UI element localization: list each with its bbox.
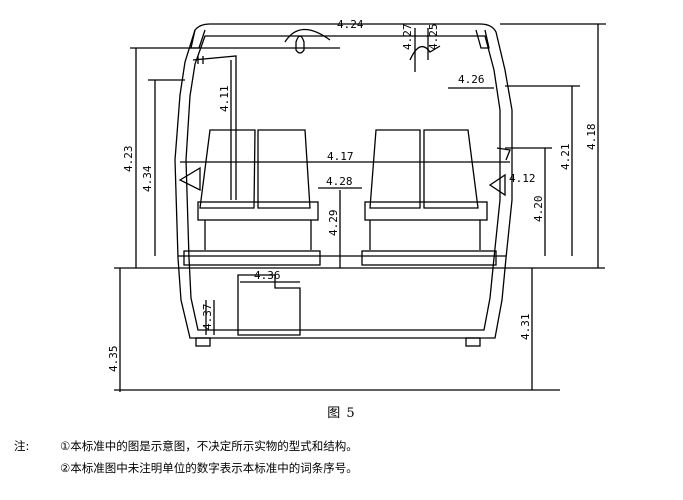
note-row-2: ②本标准图中未注明单位的数字表示本标准中的词条序号。 [14,457,358,479]
window-right-marker [488,147,511,197]
figure-caption: 图 5 [327,406,356,421]
notes-block: 注: ①本标准中的图是示意图，不决定所示实物的型式和结构。 ②本标准图中未注明单… [14,435,358,479]
callout-4-31: 4.31 [519,314,532,341]
floor-panel-right [361,250,497,266]
callout-4-27: 4.27 [401,24,414,51]
roof-gutter-right [475,29,490,49]
callout-4-21: 4.21 [559,144,572,171]
callout-4-23: 4.23 [122,146,135,173]
callout-4-12: 4.12 [509,172,536,185]
handrail-arc [284,28,331,43]
car-body-outline [174,23,513,339]
notes-label: 注: [14,439,30,453]
callout-4-35: 4.35 [107,346,120,373]
callout-4-36: 4.36 [254,269,281,282]
callout-4-20: 4.20 [532,196,545,223]
callout-4-17: 4.17 [327,150,354,163]
wheel-right [465,337,481,347]
drawing-lines [114,23,606,392]
note-row-1: 注: ①本标准中的图是示意图，不决定所示实物的型式和结构。 [14,435,358,457]
seat-left-back-2 [257,129,311,209]
seat-right-back-1 [369,129,421,209]
callout-4-25: 4.25 [427,24,440,51]
callout-4-28: 4.28 [326,175,353,188]
window-left-marker [178,166,201,192]
callout-4-18: 4.18 [585,124,598,151]
seat-left-cushion [197,201,319,221]
handrail [295,35,305,54]
seat-right-cushion [364,201,488,221]
seat-right-back-2 [423,129,479,209]
callout-4-11: 4.11 [218,86,231,113]
notes-label-spacer [14,457,60,479]
step [237,274,301,336]
car-body-inner-wall [185,35,501,331]
callout-4-29: 4.29 [327,210,340,237]
vehicle-cross-section-drawing: 4.24 4.27 4.25 4.26 4.11 4.23 4.34 4.17 … [107,18,606,392]
luggage-rack-left [192,55,237,200]
ceiling-fixture [409,45,441,61]
floor-panel-left [183,250,321,266]
wheel-left [195,337,211,347]
callout-4-37: 4.37 [201,304,214,331]
callout-4-34: 4.34 [141,165,154,192]
callout-4-26: 4.26 [458,73,485,86]
seat-left-back-1 [199,129,256,209]
note-item-2: ②本标准图中未注明单位的数字表示本标准中的词条序号。 [60,461,358,475]
callout-4-24: 4.24 [337,18,364,31]
roof-gutter-left [190,29,206,49]
note-item-1: ①本标准中的图是示意图，不决定所示实物的型式和结构。 [60,439,358,453]
